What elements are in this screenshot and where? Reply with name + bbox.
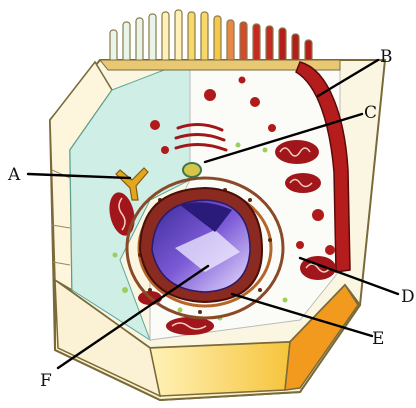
label-f: F [40,371,52,391]
bottom-yellow-panel [150,342,290,396]
label-e: E [372,329,384,349]
microvilli [110,10,312,65]
vesicle-c [183,163,201,177]
label-c: C [364,103,377,123]
label-d: D [401,287,415,307]
label-a: A [7,165,21,185]
label-b: B [380,47,393,67]
